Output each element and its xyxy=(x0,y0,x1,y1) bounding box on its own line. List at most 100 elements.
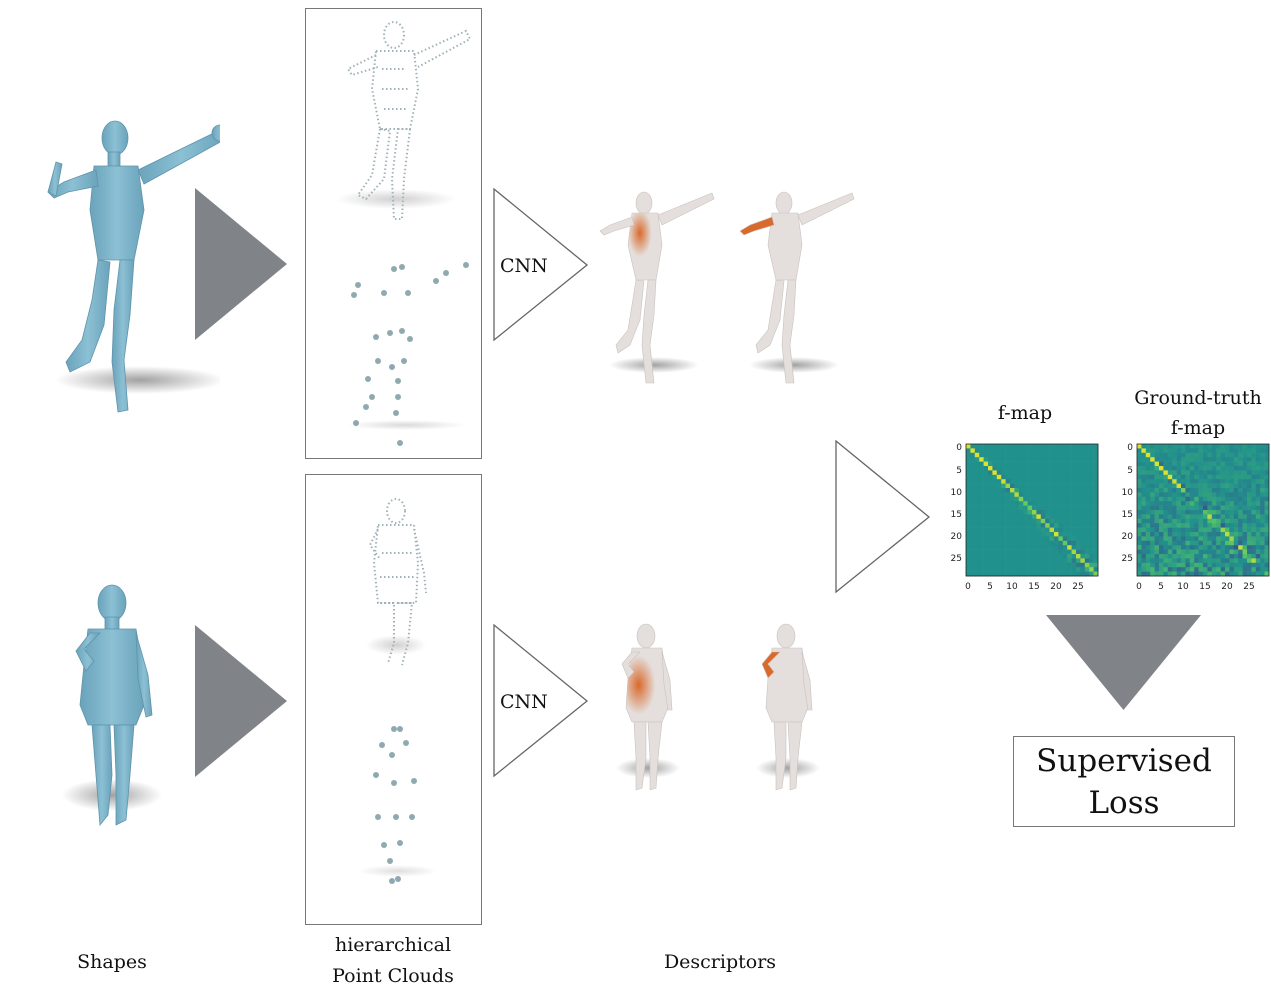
heatmap-cell xyxy=(1071,461,1077,467)
heatmap-cell xyxy=(1141,518,1147,524)
heatmap-cell xyxy=(1229,510,1235,515)
heatmap-cell xyxy=(1233,470,1239,476)
heatmap-cell xyxy=(966,483,971,489)
heatmap-cell xyxy=(1229,501,1235,506)
heatmap-cell xyxy=(1080,505,1086,511)
heatmap-cell xyxy=(1251,523,1257,528)
heatmap-cell xyxy=(1027,496,1033,502)
heatmap-cell xyxy=(1049,492,1055,498)
heatmap-cell xyxy=(1207,479,1213,484)
heatmap-cell xyxy=(1251,457,1257,462)
heatmap-cell xyxy=(1071,549,1077,555)
heatmap-cell xyxy=(1238,452,1243,458)
heatmap-cell xyxy=(1176,536,1182,542)
heatmap-cell xyxy=(1001,466,1006,471)
heatmap-cell xyxy=(1058,466,1064,471)
heatmap-cell xyxy=(966,452,971,458)
heatmap-cell xyxy=(1150,470,1155,476)
heatmap-cell xyxy=(1255,474,1261,480)
heatmap-cell xyxy=(1159,496,1164,502)
heatmap-cell xyxy=(1225,523,1230,528)
heatmap-cell xyxy=(1058,562,1064,568)
heatmap-cell xyxy=(1080,457,1086,462)
heatmap-cell xyxy=(1005,567,1011,572)
heatmap-cell xyxy=(1181,461,1186,467)
heatmap-cell xyxy=(1089,492,1094,498)
heatmap-cell xyxy=(1036,488,1042,493)
heatmap-cell xyxy=(1233,461,1239,467)
heatmap-cell xyxy=(1220,496,1226,502)
heatmap-cell xyxy=(1189,483,1195,489)
heatmap-cell xyxy=(974,549,980,555)
heatmap-cell xyxy=(1084,488,1090,493)
heatmap-cell xyxy=(1242,518,1248,524)
heatmap-cell xyxy=(1172,483,1177,489)
fmap-heatmap: 0 5 10 15 20 25 0 5 10 15 20 25 xyxy=(951,443,1099,592)
heatmap-cell xyxy=(1229,505,1235,511)
heatmap-cell xyxy=(1018,540,1024,546)
heatmap-cell xyxy=(1247,452,1252,458)
heatmap-cell xyxy=(1032,518,1037,524)
heatmap-cell xyxy=(1093,444,1099,449)
heatmap-cell xyxy=(1093,474,1099,480)
heatmap-cell xyxy=(970,488,976,493)
heatmap-cell xyxy=(1032,492,1037,498)
heatmap-cell xyxy=(979,536,984,542)
heatmap-cell xyxy=(1167,452,1173,458)
heatmap-cell xyxy=(974,523,980,528)
heatmap-cell xyxy=(1172,536,1177,542)
heatmap-cell xyxy=(1242,536,1248,542)
heatmap-cell xyxy=(1027,545,1033,550)
heatmap-cell xyxy=(966,514,971,520)
fmap-xtick: 5 xyxy=(987,582,993,592)
heatmap-cell xyxy=(1189,554,1195,559)
heatmap-cell xyxy=(1005,527,1011,533)
heatmap-cell xyxy=(1167,488,1173,493)
heatmap-cell xyxy=(1225,514,1230,520)
heatmap-cell xyxy=(1247,523,1252,528)
heatmap-cell xyxy=(983,461,989,467)
heatmap-cell xyxy=(1018,558,1024,564)
heatmap-cell xyxy=(1005,562,1011,568)
heatmap-cell xyxy=(1264,448,1270,454)
heatmap-cell xyxy=(1203,567,1208,572)
heatmap-cell xyxy=(1255,562,1261,568)
heatmap-cell xyxy=(1032,514,1037,520)
heatmap-cell xyxy=(1229,558,1235,564)
heatmap-cell xyxy=(1001,523,1006,528)
heatmap-cell xyxy=(1067,549,1072,555)
heatmap-cell xyxy=(979,461,984,467)
heatmap-cell xyxy=(1137,452,1142,458)
heatmap-cell xyxy=(1229,488,1235,493)
heatmap-cell xyxy=(1071,527,1077,533)
heatmap-cell xyxy=(1005,483,1011,489)
heatmap-cell xyxy=(1093,470,1099,476)
heatmap-cell xyxy=(1045,536,1050,542)
heatmap-cell xyxy=(1229,545,1235,550)
heatmap-cell xyxy=(1242,448,1248,454)
gt-fmap-heatmap: 0 5 10 15 20 25 0 5 10 15 20 25 xyxy=(1122,443,1270,592)
heatmap-cell xyxy=(970,527,976,533)
heatmap-cell xyxy=(1036,448,1042,454)
heatmap-cell xyxy=(1027,470,1033,476)
heatmap-cell xyxy=(1159,479,1164,484)
heatmap-cell xyxy=(1040,558,1046,564)
heatmap-cell xyxy=(992,540,998,546)
heatmap-cell xyxy=(1067,461,1072,467)
heatmap-cell xyxy=(1005,461,1011,467)
heatmap-cell xyxy=(1141,532,1147,537)
heatmap-cell xyxy=(966,461,971,467)
heatmap-cell xyxy=(1062,470,1068,476)
heatmap-cell xyxy=(1076,501,1081,506)
heatmap-cell xyxy=(1251,444,1257,449)
heatmap-cell xyxy=(1036,452,1042,458)
heatmap-cell xyxy=(1220,545,1226,550)
heatmap-cell xyxy=(1058,545,1064,550)
heatmap-cell xyxy=(1216,470,1221,476)
heatmap-cell xyxy=(979,457,984,462)
heatmap-cell xyxy=(1260,470,1265,476)
heatmap-cell xyxy=(1089,549,1094,555)
heatmap-cell xyxy=(1001,501,1006,506)
heatmap-cell xyxy=(1198,488,1204,493)
heatmap-cell xyxy=(1054,492,1059,498)
